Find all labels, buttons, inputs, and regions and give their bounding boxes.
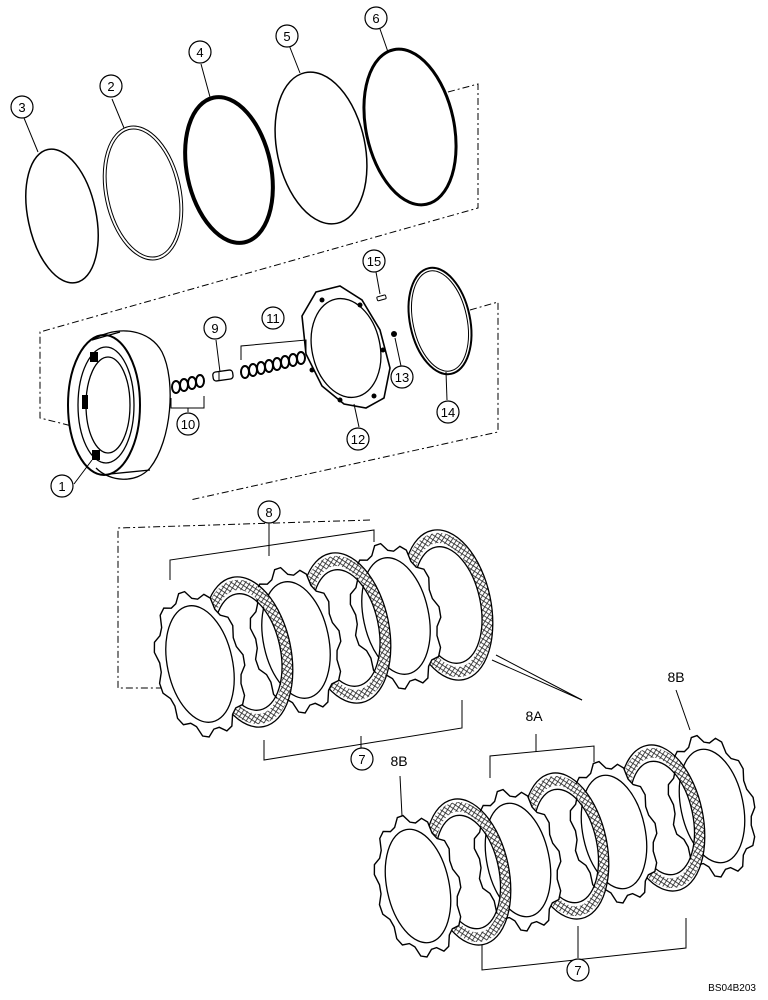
steel-plate-6 [153, 590, 246, 738]
callout-number: 1 [58, 479, 65, 494]
label-8b-top: 8B [667, 669, 684, 685]
seal-ring-5 [274, 71, 368, 225]
callout-6: 6 [364, 6, 388, 30]
callout-9: 9 [203, 316, 227, 340]
callout-number: 5 [283, 29, 290, 44]
callout-8: 8 [257, 500, 281, 524]
callout-number: 6 [372, 11, 379, 26]
callout-4: 4 [188, 40, 212, 64]
seal-ring-14 [407, 266, 473, 376]
callout-number: 7 [358, 752, 365, 767]
label-8a: 8A [525, 708, 543, 724]
callout-number: 15 [367, 254, 381, 269]
callout-number: 4 [196, 45, 203, 60]
callout-3: 3 [10, 95, 34, 119]
alignment-line-piston [189, 301, 499, 501]
alignment-line-clutch-pack [117, 519, 371, 689]
alignment-line-rings [39, 83, 479, 427]
callout-number: 8 [265, 505, 272, 520]
clutch-pack-lower [373, 734, 756, 958]
label-8b-left: 8B [390, 753, 407, 769]
callout-number: 13 [395, 370, 409, 385]
pin-9 [212, 369, 234, 382]
seal-ring-2 [102, 125, 184, 261]
callout-2: 2 [99, 74, 123, 98]
spring-set-11 [240, 351, 306, 379]
callout-14: 14 [436, 400, 460, 424]
callout-number: 9 [211, 321, 218, 336]
callout-number: 14 [441, 405, 455, 420]
roll-pin-15 [376, 294, 387, 302]
ball-13 [391, 331, 397, 337]
callout-15: 15 [362, 249, 386, 273]
callout-1: 1 [50, 474, 74, 498]
callout-13: 13 [390, 365, 414, 389]
steel-plate-lower-7 [373, 814, 462, 958]
callout-7a: 7 [350, 747, 374, 771]
seal-ring-6 [362, 47, 458, 207]
callout-12: 12 [346, 427, 370, 451]
callout-number: 11 [266, 311, 280, 326]
clutch-piston [67, 330, 171, 480]
steel-plate-lower-5 [473, 788, 562, 932]
document-code: BS04B203 [708, 983, 756, 994]
seal-ring-4 [183, 95, 275, 245]
callout-number: 10 [181, 417, 195, 432]
retainer-plate [301, 285, 391, 409]
steel-plate-2 [349, 542, 442, 690]
callout-number: 12 [351, 432, 365, 447]
callout-10: 10 [176, 412, 200, 436]
callout-number: 7 [574, 963, 581, 978]
callout-5: 5 [275, 24, 299, 48]
callout-number: 2 [107, 79, 114, 94]
clutch-pack-upper [153, 529, 494, 738]
spring-set-10 [171, 374, 205, 394]
seal-ring-3 [25, 148, 99, 284]
callout-number: 3 [18, 100, 25, 115]
callout-11: 11 [261, 306, 285, 330]
steel-plate-lower-1 [667, 734, 756, 878]
steel-plate-lower-3 [569, 760, 658, 904]
callout-7b: 7 [566, 958, 590, 982]
callout-leaders [23, 28, 448, 485]
